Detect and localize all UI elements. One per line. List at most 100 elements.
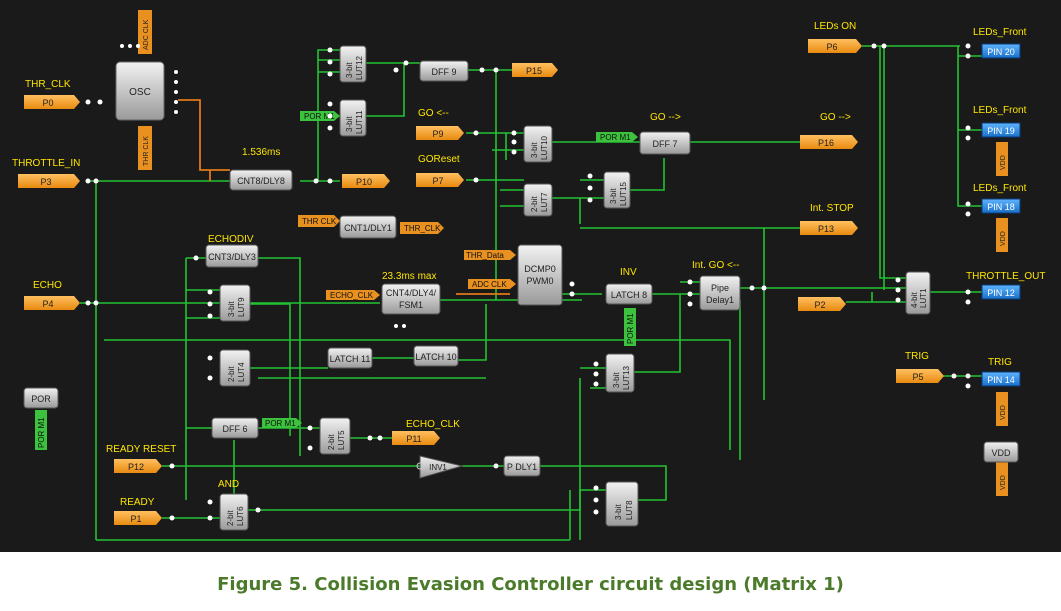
vdd-tag-14: VDD bbox=[996, 392, 1008, 426]
echo-label: ECHO bbox=[33, 280, 62, 291]
port-p10[interactable]: P10 bbox=[342, 174, 390, 188]
throttle-in-label: THROTTLE_IN bbox=[12, 158, 80, 169]
svg-text:P15: P15 bbox=[526, 66, 542, 76]
osc-block[interactable]: OSC bbox=[115, 61, 165, 121]
svg-text:ADC CLK: ADC CLK bbox=[143, 19, 150, 50]
svg-text:3-bit: 3-bit bbox=[609, 188, 618, 204]
latch8-block[interactable]: LATCH 8 bbox=[605, 283, 653, 305]
port-p12[interactable]: P12 bbox=[114, 459, 162, 473]
svg-text:LUT9: LUT9 bbox=[237, 297, 246, 317]
echo-clk-label: ECHO_CLK bbox=[406, 419, 460, 430]
svg-text:ADC CLK: ADC CLK bbox=[472, 280, 507, 289]
vdd-tag-b: VDD bbox=[996, 462, 1008, 496]
svg-text:4-bit: 4-bit bbox=[910, 292, 919, 308]
svg-text:LUT8: LUT8 bbox=[625, 500, 634, 520]
junction-dots bbox=[85, 43, 971, 521]
svg-text:VDD: VDD bbox=[1000, 405, 1007, 420]
port-p13[interactable]: P13 bbox=[800, 221, 858, 235]
svg-text:LUT13: LUT13 bbox=[622, 365, 631, 390]
svg-text:POR M1: POR M1 bbox=[600, 133, 631, 142]
por-m1-tag-dff7: POR M1 bbox=[596, 132, 638, 142]
port-p1[interactable]: P1 bbox=[114, 511, 162, 525]
svg-text:THR CLK: THR CLK bbox=[143, 136, 150, 166]
dff6-block[interactable]: DFF 6 bbox=[211, 417, 259, 439]
thr-clk-osc-tag: THR CLK bbox=[138, 126, 152, 170]
vdd-tag-19: VDD bbox=[996, 142, 1008, 176]
cnt4-block[interactable]: CNT4/DLY4/FSM1 bbox=[381, 283, 441, 315]
svg-text:THR CLK: THR CLK bbox=[302, 217, 337, 226]
port-p6[interactable]: P6 bbox=[808, 39, 862, 53]
port-p7[interactable]: P7 bbox=[416, 173, 464, 187]
echo-clk-in-tag: ECHO_CLK bbox=[326, 290, 380, 300]
pdly1-block[interactable]: P DLY1 bbox=[503, 455, 541, 477]
vdd-tag-18: VDD bbox=[996, 218, 1008, 252]
por-m1-tag-por: POR M1 bbox=[35, 410, 47, 450]
goreset-label: GOReset bbox=[418, 154, 460, 165]
svg-text:P9: P9 bbox=[432, 129, 443, 139]
port-p2[interactable]: P2 bbox=[798, 297, 846, 311]
por-block[interactable]: POR bbox=[23, 387, 59, 409]
pin-18[interactable]: PIN 18 bbox=[981, 198, 1021, 214]
por-m1-tag-lut11: POR M1 bbox=[300, 111, 340, 121]
pin-12[interactable]: PIN 12 bbox=[981, 284, 1021, 300]
svg-text:P12: P12 bbox=[128, 462, 144, 472]
vdd-block[interactable]: VDD bbox=[983, 441, 1019, 463]
pin-20[interactable]: PIN 20 bbox=[981, 43, 1021, 59]
thr-data-tag: THR_Data bbox=[464, 250, 516, 260]
pin-14[interactable]: PIN 14 bbox=[981, 371, 1021, 387]
svg-text:POR M1: POR M1 bbox=[304, 112, 335, 121]
svg-text:VDD: VDD bbox=[1000, 475, 1007, 490]
inv-label: INV bbox=[620, 267, 637, 278]
svg-text:VDD: VDD bbox=[991, 448, 1011, 458]
svg-text:DFF 9: DFF 9 bbox=[431, 67, 456, 77]
latch10-block[interactable]: LATCH 10 bbox=[413, 345, 459, 367]
svg-text:CNT1/DLY1: CNT1/DLY1 bbox=[344, 223, 392, 233]
cnt1-block[interactable]: CNT1/DLY1 bbox=[339, 215, 397, 239]
port-p0[interactable]: P0 bbox=[24, 95, 80, 109]
svg-text:3-bit: 3-bit bbox=[227, 301, 236, 317]
svg-text:P2: P2 bbox=[814, 300, 825, 310]
dff7-block[interactable]: DFF 7 bbox=[639, 131, 691, 155]
port-p11[interactable]: P11 bbox=[392, 431, 440, 445]
leds-front-label-3: LEDs_Front bbox=[973, 183, 1027, 194]
cnt3-block[interactable]: CNT3/DLY3 bbox=[205, 244, 259, 268]
inv1-gate[interactable]: INV1 bbox=[416, 455, 464, 479]
svg-text:PIN 12: PIN 12 bbox=[987, 288, 1015, 298]
port-p9[interactable]: P9 bbox=[416, 126, 464, 140]
port-p16[interactable]: P16 bbox=[800, 135, 858, 149]
svg-text:3-bit: 3-bit bbox=[612, 372, 621, 388]
latch11-block[interactable]: LATCH 11 bbox=[327, 347, 373, 369]
delay-1536-label: 1.536ms bbox=[242, 147, 280, 158]
svg-text:FSM1: FSM1 bbox=[399, 300, 423, 310]
port-p3[interactable]: P3 bbox=[18, 174, 80, 188]
svg-text:VDD: VDD bbox=[1000, 231, 1007, 246]
osc-label: OSC bbox=[129, 87, 151, 98]
svg-text:2-bit: 2-bit bbox=[226, 510, 235, 526]
port-p4[interactable]: P4 bbox=[24, 296, 80, 310]
svg-text:LUT7: LUT7 bbox=[540, 192, 549, 212]
dff9-block[interactable]: DFF 9 bbox=[419, 60, 469, 82]
schematic-canvas[interactable]: OSC ADC CLK THR CLK THR_CLK THROTTLE_IN … bbox=[0, 0, 1061, 552]
port-p5[interactable]: P5 bbox=[896, 369, 944, 383]
ready-reset-label: READY RESET bbox=[106, 444, 176, 455]
leds-on-label: LEDs ON bbox=[814, 21, 856, 32]
svg-text:PIN 20: PIN 20 bbox=[987, 47, 1015, 57]
pin-19[interactable]: PIN 19 bbox=[981, 122, 1021, 138]
port-p15[interactable]: P15 bbox=[512, 63, 558, 77]
cnt8-block[interactable]: CNT8/DLY8 bbox=[229, 169, 293, 191]
go-fwd-label: GO --> bbox=[650, 112, 681, 123]
